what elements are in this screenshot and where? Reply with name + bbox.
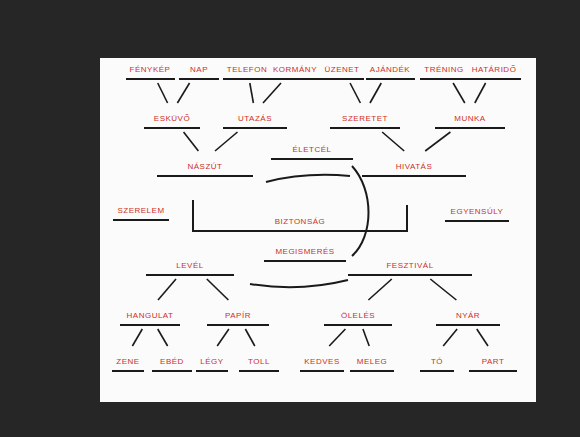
word-text: LÉGY [200,357,223,367]
word-node: TÓ [420,347,454,372]
word-node: EGYENSÚLY [445,197,509,222]
word-text: EGYENSÚLY [451,207,504,217]
word-text: FÉNYKÉP [130,65,171,75]
word-node: ZENE [112,347,144,372]
link-line [363,329,369,346]
word-node: UTAZÁS [223,104,287,129]
link-line [217,329,229,346]
word-node: MEGISMERÉS [264,237,346,262]
word-node: MELEG [350,347,394,372]
link-line [368,279,391,300]
word-text: PART [482,357,505,367]
link-line [382,132,404,151]
word-node: HATÁRIDŐ [468,55,521,80]
word-text: ÖLELÉS [341,311,375,321]
link-line [158,279,176,300]
bracket-line [352,166,369,256]
paper-sheet [100,58,536,402]
word-node: SZERETET [330,104,400,129]
word-node: FÉNYKÉP [126,55,175,80]
word-node: SZERELEM [113,196,169,221]
link-line [132,329,142,346]
word-text: MEGISMERÉS [275,247,334,257]
word-text: SZERELEM [117,206,164,216]
word-text: LEVÉL [176,261,203,271]
word-text: NAP [190,65,208,75]
word-text: PAPÍR [225,311,251,321]
word-node: BIZTONSÁG [192,207,408,232]
link-line [443,329,457,346]
word-node: PART [469,347,517,372]
link-line [475,83,486,103]
bracket-line [192,200,194,232]
word-node: ÉLETCÉL [271,135,353,160]
link-line [207,279,229,300]
word-node: PAPÍR [207,301,269,326]
word-text: ÉLETCÉL [292,145,331,155]
word-text: EBÉD [160,357,184,367]
word-text: NÁSZÚT [188,162,223,172]
word-node: NÁSZÚT [157,152,253,177]
link-line [477,329,488,346]
word-node: NAP [179,55,219,80]
word-node: LEVÉL [146,251,234,276]
word-text: ZENE [116,357,139,367]
word-text: HANGULAT [127,311,174,321]
bracket-line [266,175,350,182]
word-text: TELEFON [227,65,267,75]
link-line [158,329,168,346]
word-node: KEDVES [300,347,344,372]
word-node: ÖLELÉS [324,301,392,326]
word-text: KORMÁNY [273,65,317,75]
link-line [370,83,381,103]
word-node: TOLL [239,347,279,372]
bracket-line [250,280,348,287]
word-text: KEDVES [304,357,339,367]
word-text: FESZTIVÁL [386,261,433,271]
word-text: TRÉNING [424,65,464,75]
link-line [250,83,254,103]
link-line [177,83,189,103]
word-text: SZERETET [342,114,388,124]
word-node: EBÉD [152,347,192,372]
word-node: KORMÁNY [269,55,321,80]
link-line [453,83,465,103]
word-node: MUNKA [435,104,505,129]
word-text: NYÁR [456,311,480,321]
word-text: HATÁRIDŐ [472,65,517,75]
word-node: TRÉNING [420,55,468,80]
word-text: TÓ [431,357,443,367]
word-text: ESKÜVŐ [154,114,190,124]
word-node: HANGULAT [120,301,180,326]
word-node: NYÁR [436,301,500,326]
link-line [430,279,456,300]
word-text: UTAZÁS [238,114,272,124]
word-text: ÜZENET [325,65,360,75]
link-line [425,132,450,151]
word-text: AJÁNDÉK [370,65,410,75]
word-text: MELEG [357,357,388,367]
link-line [329,329,345,346]
link-line [158,83,168,103]
word-node: AJÁNDÉK [366,55,415,80]
word-node: FESZTIVÁL [348,251,472,276]
word-node: TELEFON [223,55,272,80]
word-text: HIVATÁS [396,162,433,172]
link-line [245,329,254,346]
word-node: LÉGY [196,347,228,372]
word-node: ESKÜVŐ [144,104,200,129]
word-text: TOLL [248,357,270,367]
link-line [350,83,360,103]
link-line [263,83,281,103]
bracket-line [406,205,408,232]
word-text: MUNKA [454,114,485,124]
word-node: ÜZENET [321,55,364,80]
word-node: HIVATÁS [362,152,466,177]
word-text: BIZTONSÁG [275,217,326,227]
link-line [215,132,238,151]
link-line [184,132,199,151]
